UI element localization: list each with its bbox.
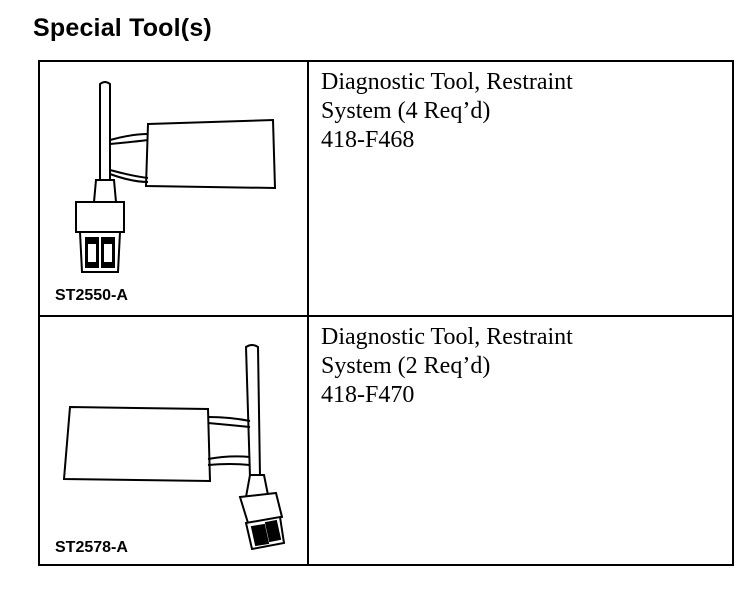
- tool-code: ST2578-A: [55, 539, 128, 556]
- description-line: Diagnostic Tool, Restraint: [321, 324, 573, 350]
- description-line: System (4 Req’d): [321, 98, 491, 124]
- tool-code: ST2550-A: [55, 287, 128, 304]
- special-tools-table: ST2550-A Diagnostic Tool, Restraint Syst…: [38, 60, 734, 566]
- tool-description: Diagnostic Tool, Restraint System (4 Req…: [321, 68, 728, 155]
- section-title: Special Tool(s): [33, 14, 212, 42]
- tool-row: ST2550-A Diagnostic Tool, Restraint Syst…: [40, 62, 732, 317]
- restraint-diagnostic-tool-illustration: [62, 344, 286, 551]
- tool-row: ST2578-A Diagnostic Tool, Restraint Syst…: [40, 317, 732, 564]
- description-line: System (2 Req’d): [321, 353, 491, 379]
- restraint-diagnostic-tool-illustration: [75, 81, 277, 273]
- tool-description: Diagnostic Tool, Restraint System (2 Req…: [321, 323, 728, 410]
- description-line: Diagnostic Tool, Restraint: [321, 69, 573, 95]
- part-number: 418-F468: [321, 127, 415, 153]
- tool-image-cell: ST2578-A: [40, 317, 309, 564]
- tool-image-cell: ST2550-A: [40, 62, 309, 315]
- part-number: 418-F470: [321, 382, 415, 408]
